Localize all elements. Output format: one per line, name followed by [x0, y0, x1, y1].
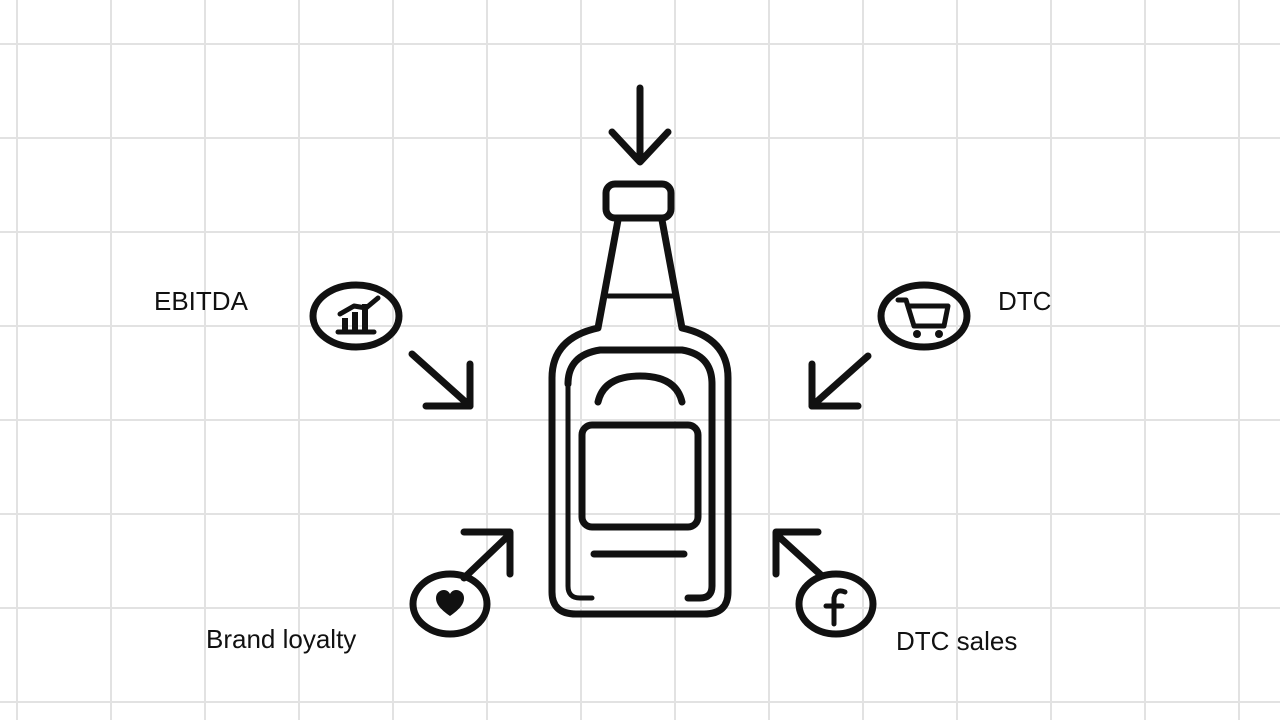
arrow-dtc-sales [772, 528, 826, 580]
arrow-ebitda [408, 350, 474, 410]
arrow-top-down [608, 84, 672, 166]
arrow-dtc [808, 352, 872, 410]
arrow-brand-loyalty [460, 528, 514, 582]
label-dtc: DTC [998, 286, 1052, 316]
label-ebitda: EBITDA [154, 286, 248, 316]
facebook-icon [795, 570, 877, 638]
bar-chart-icon [309, 281, 403, 351]
heart-icon [409, 570, 491, 638]
label-brand-loyalty: Brand loyalty [206, 624, 357, 654]
shopping-cart-icon [877, 281, 971, 351]
label-dtc-sales: DTC sales [896, 626, 1018, 656]
bottle-icon [548, 180, 732, 618]
